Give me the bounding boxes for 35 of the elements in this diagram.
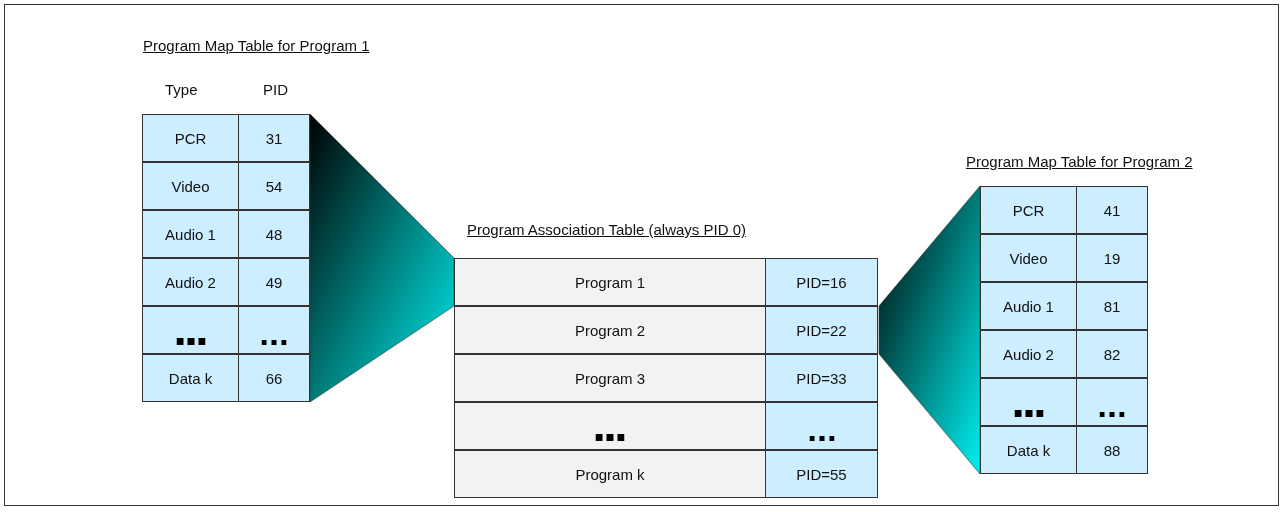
table-cell: 31 (238, 114, 310, 162)
table-cell: PCR (980, 186, 1077, 234)
table-cell: Audio 1 (980, 282, 1077, 330)
table-cell: Audio 1 (142, 210, 239, 258)
column-header: Type (165, 81, 198, 99)
table-cell: Audio 2 (142, 258, 239, 306)
table-cell: Data k (980, 426, 1077, 474)
table-cell: PCR (142, 114, 239, 162)
table-cell: Program 3 (454, 354, 766, 402)
table-cell: PID=33 (765, 354, 878, 402)
table-title: Program Map Table for Program 2 (966, 153, 1193, 171)
table-cell: PID=22 (765, 306, 878, 354)
table-cell: Program 2 (454, 306, 766, 354)
table-cell: 48 (238, 210, 310, 258)
table-cell: Program 1 (454, 258, 766, 306)
table-cell: 49 (238, 258, 310, 306)
funnel-connector (878, 185, 981, 475)
table-cell: 41 (1076, 186, 1148, 234)
table-title: Program Map Table for Program 1 (143, 37, 370, 55)
table-cell: 88 (1076, 426, 1148, 474)
funnel-connector (309, 113, 455, 403)
table-cell: Video (142, 162, 239, 210)
table-cell: Program k (454, 450, 766, 498)
table-cell: 82 (1076, 330, 1148, 378)
table-cell: Data k (142, 354, 239, 402)
table-cell: PID=16 (765, 258, 878, 306)
column-header: PID (263, 81, 288, 99)
table-cell: 66 (238, 354, 310, 402)
table-cell: Audio 2 (980, 330, 1077, 378)
table-cell: 19 (1076, 234, 1148, 282)
table-title: Program Association Table (always PID 0) (467, 221, 746, 239)
table-cell: PID=55 (765, 450, 878, 498)
table-cell: 54 (238, 162, 310, 210)
table-cell: 81 (1076, 282, 1148, 330)
table-cell: Video (980, 234, 1077, 282)
